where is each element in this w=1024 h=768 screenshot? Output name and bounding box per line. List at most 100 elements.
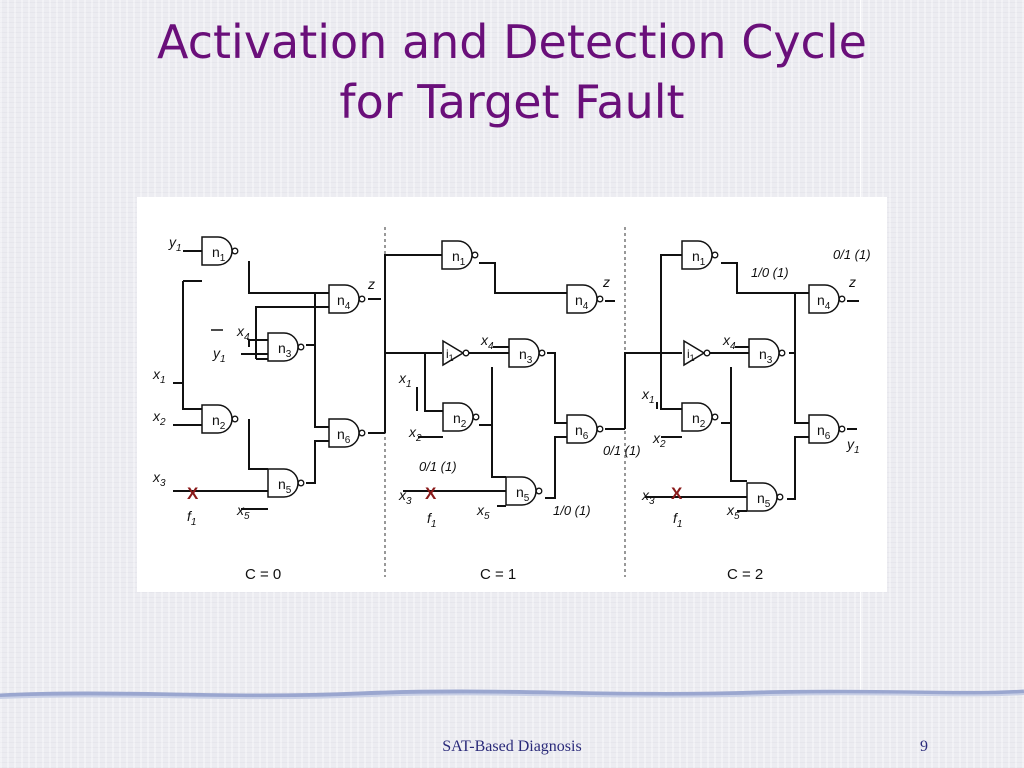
svg-text:n2: n2: [453, 410, 467, 430]
svg-text:x4: x4: [480, 332, 494, 352]
c0-input-x3: x: [152, 469, 161, 485]
svg-text:x2: x2: [152, 408, 166, 428]
title-line-2: for Target Fault: [339, 75, 685, 129]
svg-text:y1: y1: [212, 345, 226, 365]
svg-text:n2: n2: [692, 410, 706, 430]
c1-n3-label: n: [519, 346, 527, 362]
c2-fault-mark: X: [671, 484, 683, 503]
c0-fault-f1: f: [187, 508, 193, 524]
svg-text:x2: x2: [408, 424, 422, 444]
c1-annotation-fault-site: 0/1 (1): [419, 459, 457, 474]
frame-c0-gates: [201, 236, 366, 498]
footer-title: SAT-Based Diagnosis: [442, 738, 582, 755]
svg-text:n5: n5: [278, 476, 292, 496]
svg-text:y1: y1: [168, 234, 182, 254]
c1-n2-label: n: [453, 410, 461, 426]
slide-footer: SAT-Based Diagnosis 9: [0, 738, 1024, 758]
c2-annotation-n1: 1/0 (1): [751, 265, 789, 280]
c1-annotation-n6: 0/1 (1): [603, 443, 641, 458]
c2-input-x4: x: [722, 332, 731, 348]
frame-c1-gates: [441, 240, 604, 506]
frame-c2: [624, 254, 859, 512]
c2-n4-label: n: [817, 292, 825, 308]
svg-text:n6: n6: [575, 422, 589, 442]
svg-text:x1: x1: [152, 366, 166, 386]
svg-text:n4: n4: [817, 292, 831, 312]
c1-n1-label: n: [452, 248, 460, 264]
svg-text:n2: n2: [212, 412, 226, 432]
svg-text:f1: f1: [187, 508, 196, 528]
c1-output-z: z: [602, 274, 610, 290]
svg-text:x1: x1: [398, 370, 412, 390]
c2-input-x3: x: [641, 487, 650, 503]
svg-text:y1: y1: [846, 436, 860, 456]
c1-input-x4: x: [480, 332, 489, 348]
svg-text:x3: x3: [641, 487, 655, 507]
svg-text:n1: n1: [452, 248, 466, 268]
svg-text:n6: n6: [337, 426, 351, 446]
c0-n1-label: n: [212, 244, 220, 260]
frame-c0-labels: xn1 n2 n3 n4 n5 n6 y1 y1 x4 x1 x2 x3 x5 …: [152, 234, 375, 583]
svg-text:x3: x3: [152, 469, 166, 489]
svg-text:n3: n3: [278, 340, 292, 360]
footer-wave-divider: [0, 689, 1024, 700]
svg-text:xn1: xn1: [212, 244, 226, 264]
c2-i1-label: i: [687, 347, 690, 361]
svg-text:z: z: [602, 274, 610, 290]
c2-frame-label: C = 2: [727, 566, 763, 583]
svg-text:i1: i1: [687, 347, 695, 363]
frame-c2-labels: n1 i1 n2 n3 n4 n5 n6 x4 x1 x2 x3 x5 z y1…: [641, 247, 871, 583]
svg-text:n4: n4: [575, 292, 589, 312]
c0-output-z: z: [367, 276, 375, 292]
circuit-diagram: xn1 n2 n3 n4 n5 n6 y1 y1 x4 x1 x2 x3 x5 …: [137, 197, 887, 592]
c1-n6-label: n: [575, 422, 583, 438]
frame-c1: [384, 254, 625, 507]
c1-input-x3: x: [398, 487, 407, 503]
svg-text:x1: x1: [641, 386, 655, 406]
c1-frame-label: C = 1: [480, 566, 516, 583]
c2-input-x1: x: [641, 386, 650, 402]
c0-n5-label: n: [278, 476, 286, 492]
c0-input-x2: x: [152, 408, 161, 424]
svg-text:x2: x2: [652, 430, 666, 450]
c2-output-y1: y: [846, 436, 855, 452]
c1-fault-f1: f: [427, 510, 433, 526]
c0-input-y1: y: [168, 234, 177, 250]
svg-text:f1: f1: [427, 510, 436, 530]
frame-c1-labels: n1 i1 n2 n3 n4 n5 n6 x4 x1 x2 x3 x5 z X …: [398, 248, 641, 583]
svg-text:n3: n3: [519, 346, 533, 366]
c0-input-y1-bar: y: [212, 345, 221, 361]
c2-n2-label: n: [692, 410, 700, 426]
c0-fault-mark: X: [187, 484, 199, 503]
c1-annotation-n5: 1/0 (1): [553, 503, 591, 518]
svg-text:x5: x5: [726, 502, 740, 522]
slide-title: Activation and Detection Cycle for Targe…: [0, 12, 1024, 132]
c2-n3-label: n: [759, 346, 767, 362]
svg-text:n3: n3: [759, 346, 773, 366]
page-number: 9: [920, 738, 928, 755]
c0-input-x4: x: [236, 323, 245, 339]
c1-n4-label: n: [575, 292, 583, 308]
c0-input-x5: x: [236, 502, 245, 518]
c1-fault-mark: X: [425, 484, 437, 503]
svg-text:n4: n4: [337, 292, 351, 312]
c0-n6-label: n: [337, 426, 345, 442]
svg-text:n6: n6: [817, 422, 831, 442]
svg-text:f1: f1: [673, 510, 682, 530]
c2-n1-label: n: [692, 248, 700, 264]
c0-n3-label: n: [278, 340, 286, 356]
c1-input-x5: x: [476, 502, 485, 518]
c1-input-x2: x: [408, 424, 417, 440]
c2-input-x5: x: [726, 502, 735, 518]
frame-c0: [173, 250, 385, 510]
svg-text:n5: n5: [516, 484, 530, 504]
c1-input-x1: x: [398, 370, 407, 386]
svg-text:n1: n1: [692, 248, 706, 268]
svg-text:x5: x5: [236, 502, 250, 522]
svg-text:x4: x4: [722, 332, 736, 352]
c2-n6-label: n: [817, 422, 825, 438]
c0-input-x1: x: [152, 366, 161, 382]
c0-n4-label: n: [337, 292, 345, 308]
frame-c2-gates: [681, 240, 846, 512]
svg-text:x3: x3: [398, 487, 412, 507]
